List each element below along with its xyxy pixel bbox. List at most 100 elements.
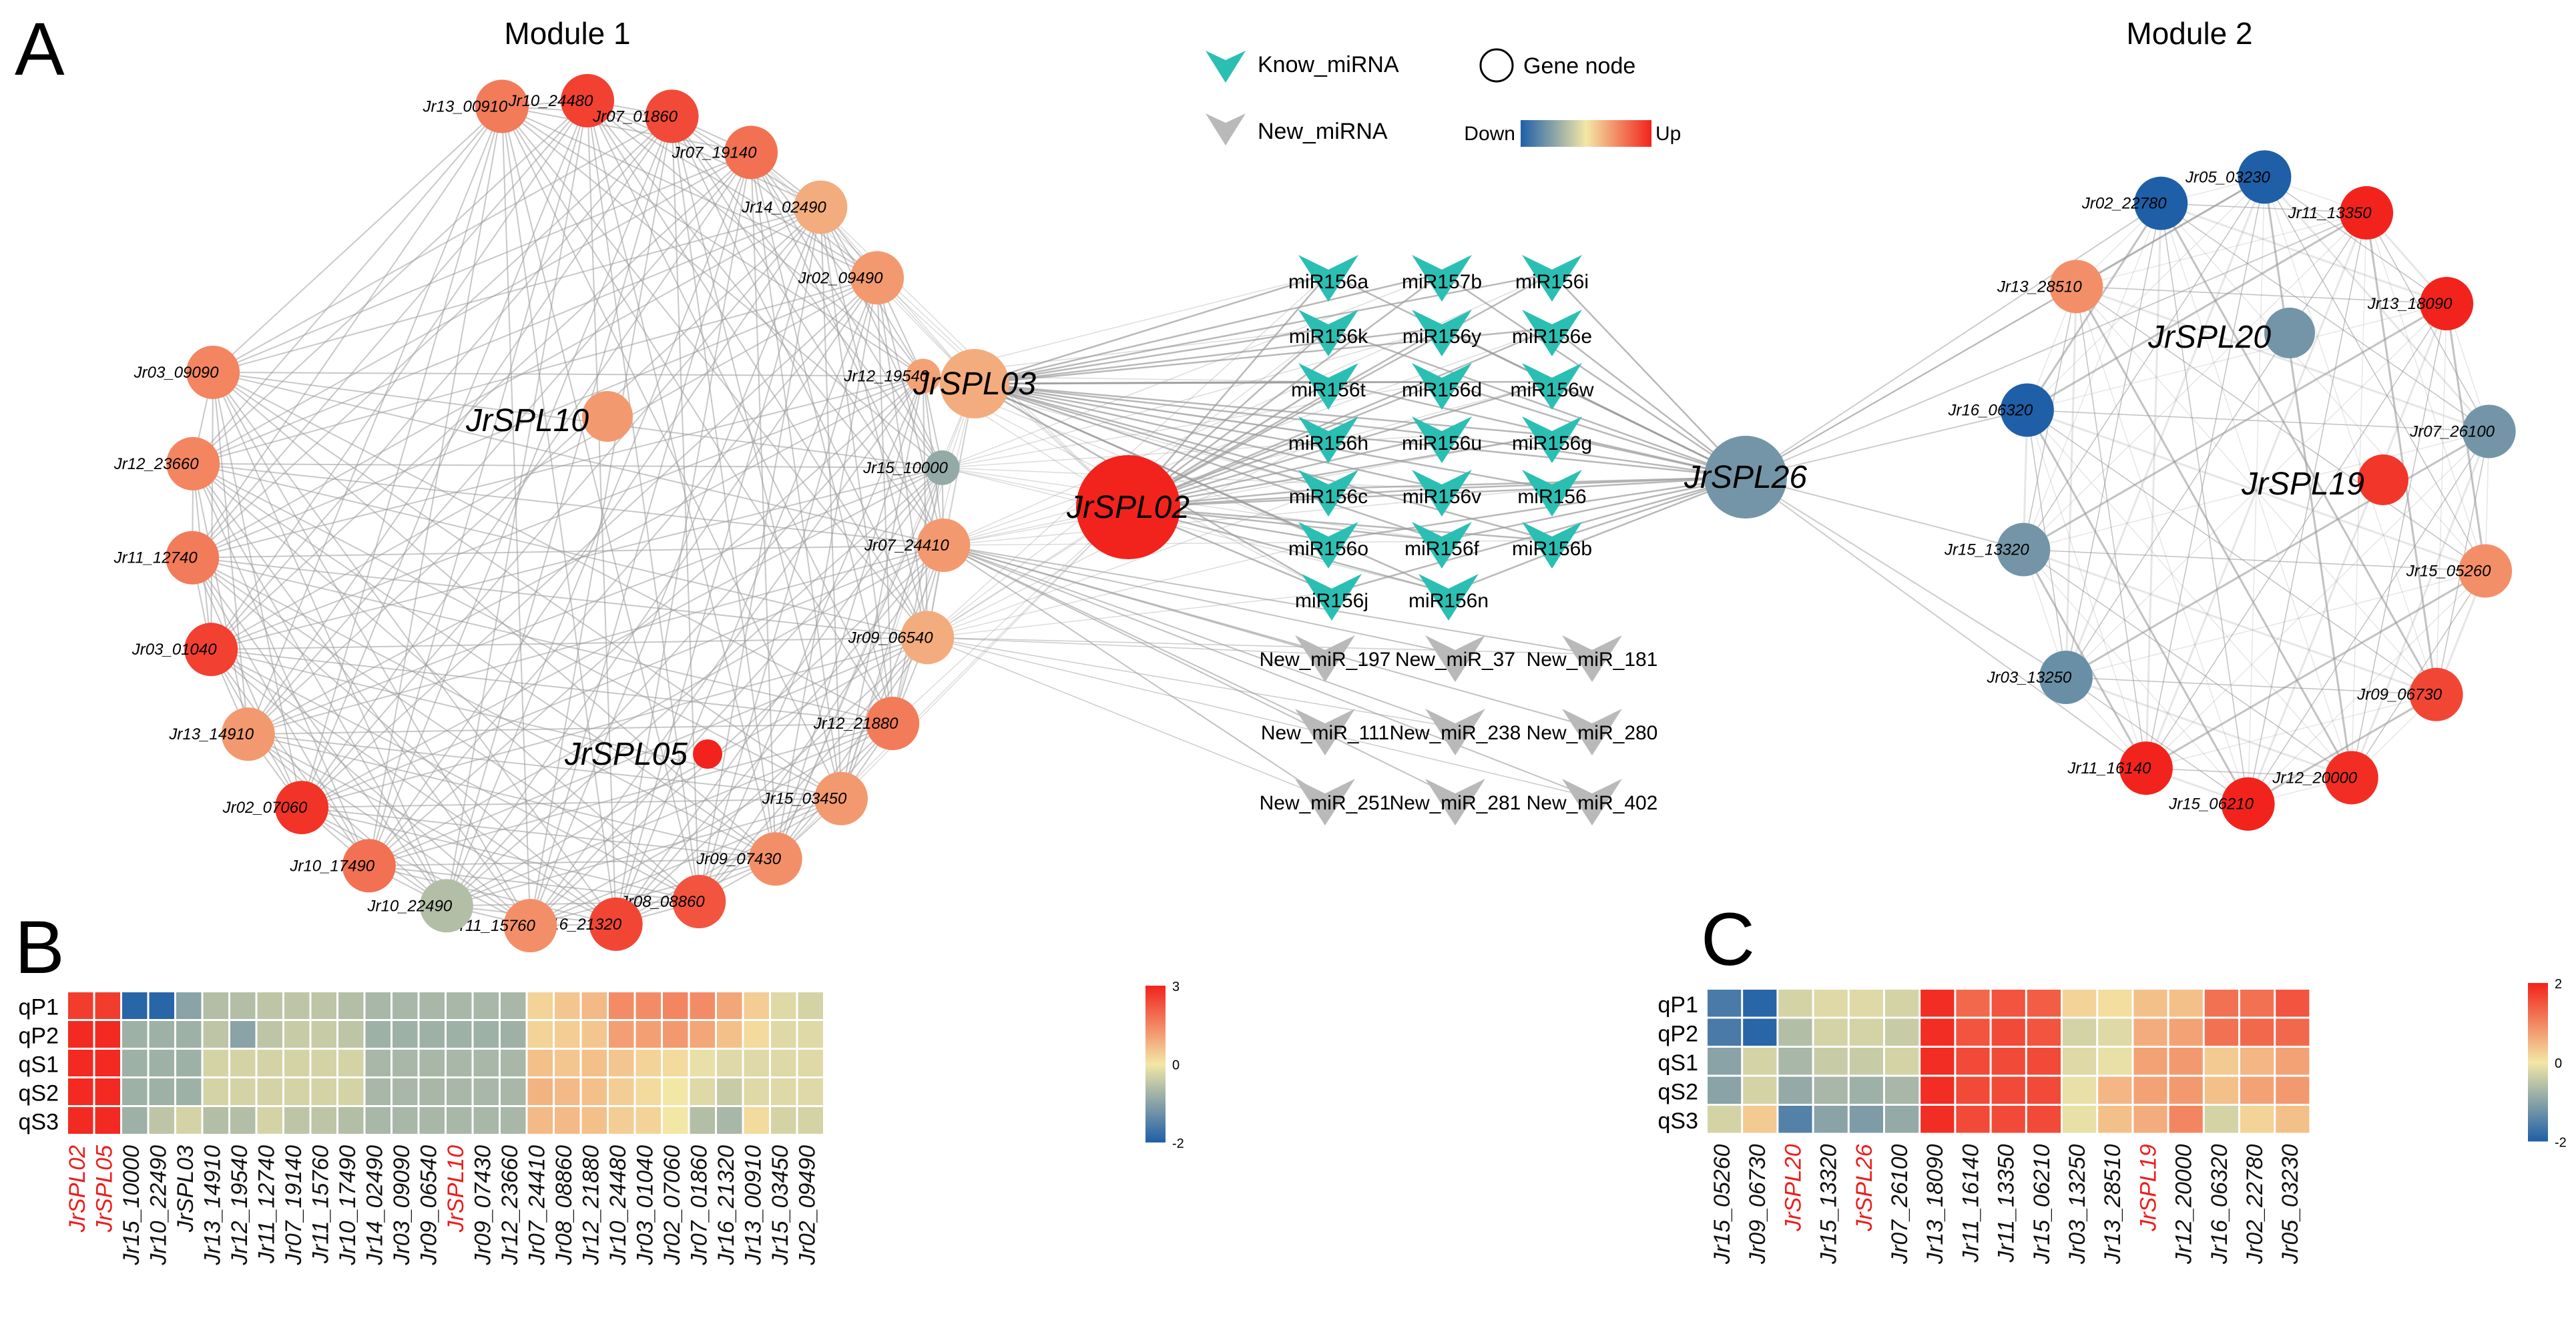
- mirna-label-mir156u: miR156u: [1402, 432, 1482, 454]
- heatmap-cell: [771, 1050, 796, 1076]
- heatmap-cell: [95, 1078, 120, 1105]
- gene-label-jr02-22780: Jr02_22780: [2081, 195, 2167, 213]
- network-edge: [446, 277, 878, 906]
- network-edge: [368, 865, 616, 925]
- network-edge: [2065, 176, 2266, 678]
- network-edge: [615, 207, 822, 925]
- network-edge: [2027, 176, 2265, 411]
- heatmap-cell: [663, 1021, 688, 1048]
- mirna-node-new-mir-181: [1562, 635, 1622, 682]
- mirna-label-mir156b: miR156b: [1512, 538, 1592, 560]
- network-edge: [2023, 549, 2352, 778]
- network-edge: [1127, 327, 1553, 509]
- heatmap-cell: [635, 1050, 661, 1076]
- gene-label-jr13-00910: Jr13_00910: [422, 97, 507, 115]
- gene-node-jr03-13250: [2039, 651, 2093, 705]
- gene-label-jr11-16140: Jr11_16140: [2067, 759, 2151, 777]
- network-edge: [210, 100, 588, 650]
- network-edge: [212, 206, 821, 373]
- heatmap-col-label-jr16-06320: Jr16_06320: [2207, 1144, 2232, 1265]
- network-edge: [530, 858, 776, 926]
- heatmap-cell: [2240, 1106, 2274, 1133]
- gene-label-jr02-07060: Jr02_07060: [222, 799, 308, 817]
- heatmap-cell: [176, 1050, 202, 1076]
- mirna-label-mir156y: miR156y: [1402, 326, 1481, 348]
- gene-label-jr12-23660: Jr12_23660: [113, 455, 199, 473]
- mirna-label-mir156o: miR156o: [1288, 538, 1368, 560]
- network-edge: [750, 152, 776, 860]
- network-edge: [192, 277, 878, 559]
- network-edge: [192, 557, 928, 639]
- gene-node-jr16-21320: [589, 897, 643, 951]
- gene-label-jr15-13320: Jr15_13320: [1944, 541, 2029, 559]
- heatmap-cell: [2276, 1018, 2310, 1046]
- network-edge: [2026, 409, 2249, 805]
- gene-label-jr09-06540: Jr09_06540: [848, 629, 933, 647]
- heatmap-col-label-jr10-17490: Jr10_17490: [335, 1145, 360, 1266]
- gene-node-jr12-21880: [866, 697, 920, 751]
- network-edge: [210, 115, 673, 650]
- heatmap-row-label-qs1: qS1: [1658, 1050, 1699, 1076]
- gene-node-jr13-14910: [221, 707, 275, 761]
- heatmap-cell: [1743, 1048, 1777, 1075]
- mirna-node-new-mir-111: [1295, 709, 1355, 755]
- network-edge: [2075, 286, 2147, 769]
- heatmap-cell: [284, 1050, 310, 1076]
- heatmap-cell: [1743, 1076, 1777, 1104]
- network-edge: [212, 372, 842, 799]
- mirna-node-mir156o: [1298, 522, 1358, 569]
- network-edge: [1551, 273, 1746, 478]
- heatmap-scale-mid-label: 0: [1172, 1058, 1180, 1073]
- heatmap-cell: [609, 1078, 634, 1105]
- network-edge: [974, 382, 1329, 490]
- heatmap-cell: [257, 1078, 282, 1105]
- network-edge: [2023, 212, 2367, 551]
- mirna-node-mir156u: [1412, 416, 1472, 463]
- heatmap-cell: [2133, 1048, 2167, 1075]
- heatmap-cell: [311, 1078, 336, 1105]
- network-edge: [1745, 476, 2024, 551]
- heatmap-col-label-jr13-28510: Jr13_28510: [2100, 1144, 2125, 1265]
- network-edge: [2027, 409, 2486, 572]
- heatmap-col-label-jr11-16140: Jr11_16140: [1958, 1144, 1983, 1263]
- heatmap-cell: [230, 1107, 256, 1134]
- heatmap-cell: [365, 992, 391, 1019]
- network-edge: [943, 545, 1456, 728]
- network-edge: [2248, 570, 2486, 805]
- heatmap-cell: [771, 992, 796, 1019]
- gene-node-jr11-13350: [2340, 186, 2394, 240]
- network-edge: [192, 557, 700, 902]
- heatmap-col-label-jr09-06540: Jr09_06540: [417, 1145, 442, 1266]
- heatmap-cell: [2098, 1106, 2132, 1133]
- network-edge: [943, 328, 1553, 546]
- mirna-node-mir156n: [1419, 574, 1479, 621]
- network-edge: [2351, 212, 2367, 778]
- heatmap-cell: [1814, 1076, 1848, 1104]
- spl-node-spl19: [2358, 454, 2408, 505]
- network-edge: [212, 151, 752, 373]
- network-edge: [301, 637, 928, 809]
- network-edge: [2065, 286, 2077, 678]
- network-edge: [2145, 693, 2436, 769]
- heatmap-cell: [690, 1078, 715, 1105]
- heatmap-cell: [2098, 990, 2132, 1017]
- heatmap-cell: [2240, 1048, 2274, 1075]
- heatmap-cell: [176, 1021, 202, 1048]
- heatmap-col-label-jr05-03230: Jr05_03230: [2278, 1144, 2303, 1265]
- heatmap-cell: [393, 992, 418, 1019]
- network-edge: [820, 207, 943, 468]
- spl-label-spl26: JrSPL26: [1684, 460, 1807, 495]
- network-edge: [193, 462, 944, 546]
- heatmap-cell: [311, 992, 336, 1019]
- heatmap-cell: [581, 1050, 607, 1076]
- heatmap-cell: [1956, 990, 1990, 1017]
- network-edge: [943, 545, 1456, 655]
- network-edge: [2145, 203, 2162, 769]
- heatmap-cell: [744, 1078, 769, 1105]
- network-edge: [2264, 176, 2490, 432]
- network-edge: [2160, 203, 2486, 572]
- network-edge: [698, 278, 878, 902]
- spl-label-spl02: JrSPL02: [1066, 490, 1190, 525]
- heatmap-cell: [1849, 1048, 1883, 1075]
